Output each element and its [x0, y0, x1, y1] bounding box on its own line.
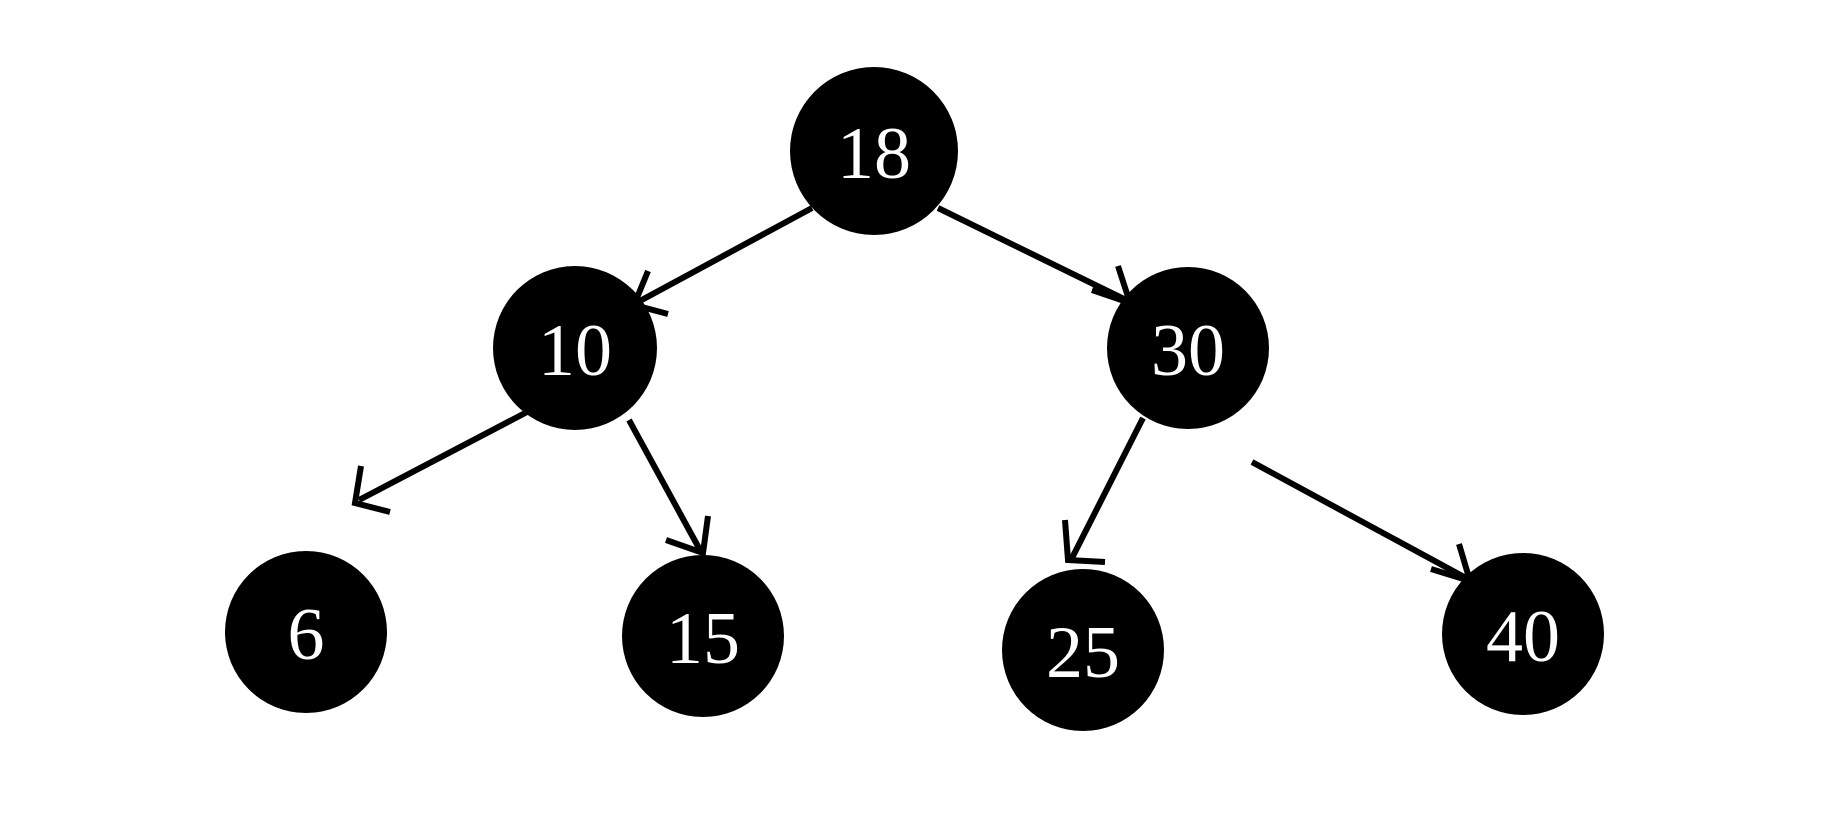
edge-10-to-15-arrowhead	[665, 515, 711, 558]
tree-node-30[interactable]: 30	[1107, 267, 1269, 429]
tree-node-15[interactable]: 15	[622, 555, 784, 717]
node-circle-18[interactable]	[790, 67, 958, 235]
edge-10-to-15	[626, 418, 711, 558]
tree-node-40[interactable]: 40	[1442, 553, 1604, 715]
edge-10-to-6	[351, 409, 529, 515]
node-circle-15[interactable]	[622, 555, 784, 717]
edge-group	[351, 205, 1475, 586]
tree-node-10[interactable]: 10	[493, 266, 657, 430]
tree-node-18[interactable]: 18	[790, 67, 958, 235]
node-circle-40[interactable]	[1442, 553, 1604, 715]
node-group: 18 10 30 6 15 25	[225, 67, 1604, 731]
edge-10-to-15-line	[626, 418, 703, 552]
node-label-18: 18	[837, 113, 911, 195]
node-circle-25[interactable]	[1002, 569, 1164, 731]
edge-30-to-40-line	[1250, 459, 1468, 581]
node-circle-6[interactable]	[225, 551, 387, 713]
edge-18-to-10-line	[636, 205, 814, 305]
edge-10-to-6-arrowhead	[351, 465, 391, 515]
edge-18-to-30-line	[936, 205, 1128, 303]
edge-30-to-25-line	[1069, 416, 1146, 560]
node-label-40: 40	[1486, 596, 1560, 678]
edge-30-to-40	[1250, 459, 1475, 586]
node-circle-30[interactable]	[1107, 267, 1269, 429]
node-label-10: 10	[538, 310, 612, 392]
edge-30-to-25-arrowhead	[1062, 519, 1106, 565]
node-label-25: 25	[1046, 612, 1120, 694]
edge-18-to-10	[629, 205, 814, 317]
node-label-6: 6	[288, 594, 325, 676]
edge-18-to-30	[936, 205, 1135, 308]
node-circle-10[interactable]	[493, 266, 657, 430]
tree-node-6[interactable]: 6	[225, 551, 387, 713]
node-label-30: 30	[1151, 310, 1225, 392]
node-label-15: 15	[666, 598, 740, 680]
edge-10-to-6-line	[357, 409, 529, 503]
edge-30-to-25	[1062, 416, 1146, 565]
tree-node-25[interactable]: 25	[1002, 569, 1164, 731]
